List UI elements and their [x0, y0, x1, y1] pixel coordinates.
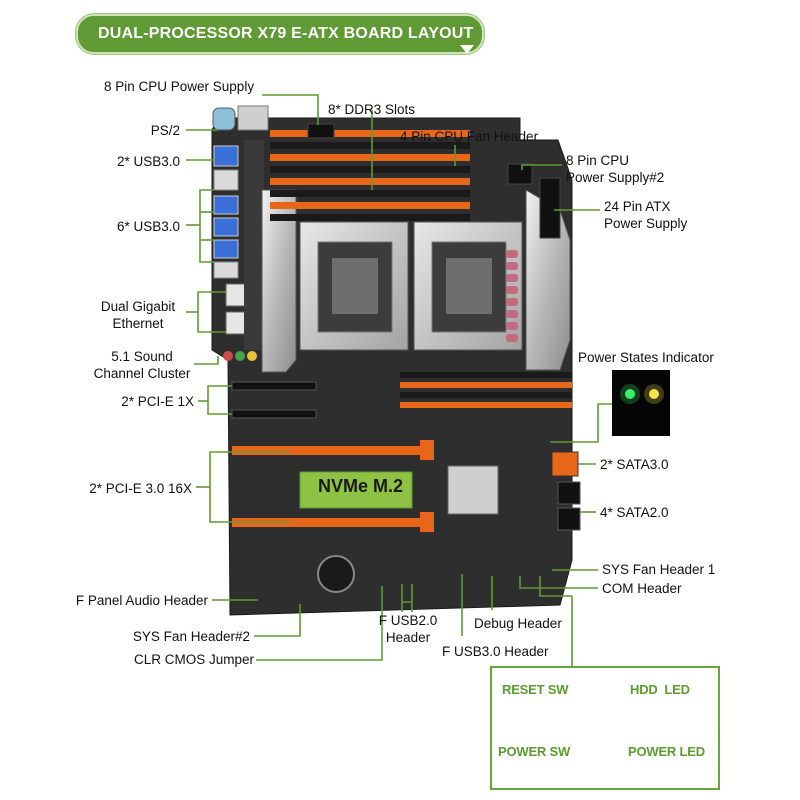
audio-jack: [247, 351, 257, 361]
usb3-port: [213, 195, 239, 215]
ps2-port: [212, 107, 236, 131]
f-usb2-label: F USB2.0 Header: [370, 612, 446, 646]
audio-jack: [235, 351, 245, 361]
leader-lines: [186, 94, 612, 666]
ddr3-slots-bottom: [400, 372, 572, 408]
power-states-indicator: [612, 370, 670, 436]
sound-line1: 5.1 Sound: [111, 349, 173, 364]
sata3-port: [551, 451, 579, 477]
ddr3-slots-label: 8* DDR3 Slots: [328, 102, 416, 117]
f-panel-audio-label: F Panel Audio Header: [75, 593, 208, 608]
front-panel-header-box: [490, 666, 720, 790]
cpu-power-8pin-2-label: 8 Pin CPU Power Supply#2: [566, 152, 664, 186]
debug-header-label: Debug Header: [474, 616, 562, 631]
rear-io-panel: [212, 105, 269, 361]
ethernet-line1: Dual Gigabit: [100, 299, 176, 314]
pcie-16x-slot: [232, 518, 432, 527]
cpu-power-8pin-2-line1: 8 Pin CPU: [566, 153, 630, 168]
cpu-socket-1: [299, 221, 409, 351]
atx-24pin-line1: 24 Pin ATX: [604, 199, 671, 214]
cpu-power-8pin-2: [507, 163, 533, 185]
usb3-6-label: 6* USB3.0: [116, 219, 180, 234]
usb3-port: [213, 217, 239, 237]
nvme-label: NVMe M.2: [318, 476, 404, 496]
sys-fan-1-label: SYS Fan Header 1: [602, 562, 716, 577]
sata2-port: [557, 481, 581, 505]
ps2-label: PS/2: [150, 123, 180, 138]
ethernet-label: Dual Gigabit Ethernet: [90, 298, 186, 332]
usb3-port: [213, 145, 239, 167]
cpu-fan-header-label: 4 Pin CPU Fan Header: [400, 129, 539, 144]
hdd-led-label: HDD LED: [630, 682, 690, 697]
reset-sw-label: RESET SW: [502, 682, 569, 697]
cpu-socket-2: [413, 221, 523, 351]
nvme-slot: [299, 471, 413, 509]
cpu-power-8pin: [307, 123, 335, 139]
com-header-label: COM Header: [602, 581, 682, 596]
atx-24pin: [539, 177, 561, 239]
atx-24pin-line2: Power Supply: [604, 216, 688, 231]
sound-line2: Channel Cluster: [93, 366, 191, 381]
usb3-2-label: 2* USB3.0: [116, 154, 180, 169]
capacitors: [506, 250, 518, 342]
audio-jack: [223, 351, 233, 361]
ethernet-line2: Ethernet: [112, 316, 164, 331]
sata3-label: 2* SATA3.0: [600, 457, 669, 472]
chipset-heatsink: [447, 465, 499, 515]
usb3-port: [213, 169, 239, 191]
atx-24pin-label: 24 Pin ATX Power Supply: [604, 198, 687, 232]
sound-label: 5.1 Sound Channel Cluster: [90, 348, 194, 382]
cpu-power-8pin-2-line2: Power Supply#2: [566, 170, 665, 185]
f-usb3-label: F USB3.0 Header: [442, 644, 549, 659]
sys-fan-2-label: SYS Fan Header#2: [132, 629, 250, 644]
clr-cmos-label: CLR CMOS Jumper: [133, 652, 254, 667]
banner-title: DUAL-PROCESSOR X79 E-ATX BOARD LAYOUT: [98, 25, 474, 42]
pcie-1x-slot: [231, 409, 317, 419]
pcie-1x-slot: [231, 381, 317, 391]
sata2-port: [557, 507, 581, 531]
cmos-battery: [317, 555, 355, 593]
power-states-label: Power States Indicator: [578, 350, 714, 365]
power-led-label: POWER LED: [628, 744, 705, 759]
f-usb2-line2: Header: [385, 630, 431, 645]
pcie-1x-label: 2* PCI-E 1X: [121, 394, 194, 409]
power-sw-label: POWER SW: [498, 744, 571, 759]
ddr3-slots-top: [270, 130, 470, 221]
sata2-label: 4* SATA2.0: [600, 505, 669, 520]
triangle-down-icon: [460, 45, 474, 54]
title-banner: DUAL-PROCESSOR X79 E-ATX BOARD LAYOUT: [76, 14, 484, 54]
cpu-power-8pin-label: 8 Pin CPU Power Supply: [104, 79, 255, 94]
usb3-port: [213, 239, 239, 259]
f-usb2-line1: F USB2.0: [378, 613, 438, 628]
pcie-16x-label: 2* PCI-E 3.0 16X: [89, 481, 192, 496]
pcie-16x-slot: [232, 446, 432, 455]
